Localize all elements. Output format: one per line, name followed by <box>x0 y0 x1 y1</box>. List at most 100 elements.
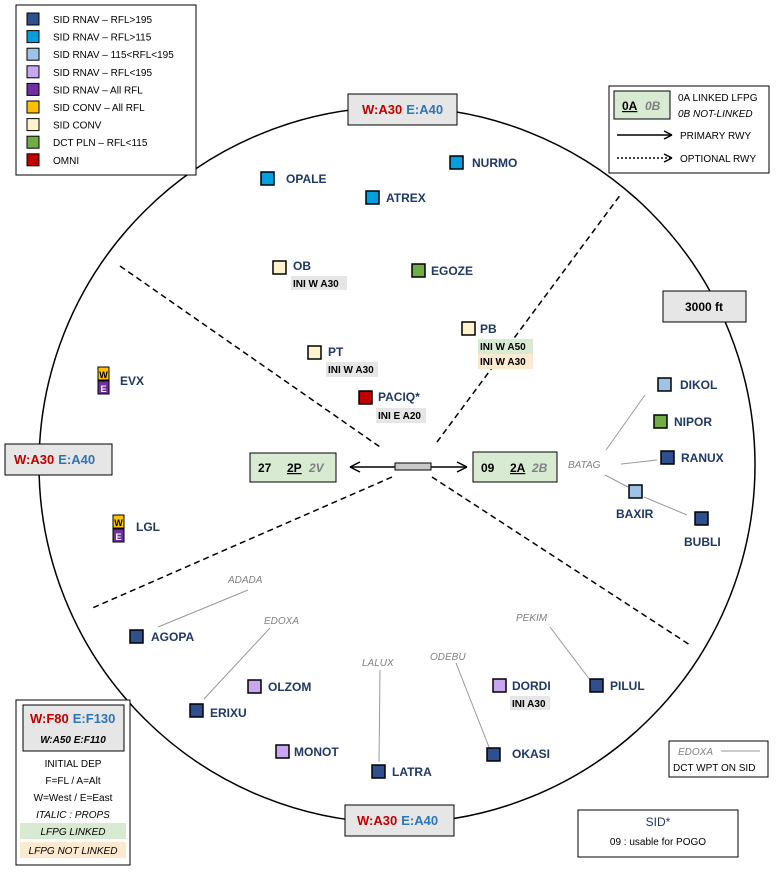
svg-text:2A: 2A <box>510 461 526 475</box>
svg-text:F=FL / A=Alt: F=FL / A=Alt <box>45 776 100 787</box>
waypoint-dikol: DIKOL <box>657 377 717 392</box>
waypoint-lgl: LGL <box>136 520 160 534</box>
waypoint-paciq: PACIQ* <box>358 390 420 405</box>
svg-text:ITALIC : PROPS: ITALIC : PROPS <box>36 810 110 821</box>
waypoint-monot: MONOT <box>275 744 339 759</box>
svg-text:SID*: SID* <box>646 815 671 829</box>
waypoint-olzom: OLZOM <box>247 679 311 694</box>
svg-text:LALUX: LALUX <box>362 658 394 669</box>
svg-text:PEKIM: PEKIM <box>516 613 548 624</box>
svg-text:LATRA: LATRA <box>392 765 432 779</box>
legend-label: OMNI <box>53 156 79 167</box>
legend-box <box>15 4 197 176</box>
legend-label: SID RNAV – RFL>195 <box>53 15 152 26</box>
sector-boundaries <box>89 193 691 646</box>
legend-label: SID RNAV – RFL<195 <box>53 68 152 79</box>
runway-legend: 0A 0B 0A LINKED LFPG 0B NOT-LINKED PRIMA… <box>608 85 770 174</box>
svg-text:E: E <box>115 532 121 542</box>
legend-item: SID RNAV – RFL>195 <box>26 12 152 26</box>
svg-text:ADADA: ADADA <box>227 575 263 586</box>
legend-label: DCT PLN – RFL<115 <box>53 138 148 149</box>
svg-text:LFPG LINKED: LFPG LINKED <box>40 827 105 838</box>
altitude-box: 3000 ft <box>662 290 747 323</box>
dct-waypoint-names: ADADA EDOXA LALUX ODEBU PEKIM BATAG <box>227 460 601 669</box>
svg-text:PRIMARY RWY: PRIMARY RWY <box>680 131 751 142</box>
svg-text:ODEBU: ODEBU <box>430 652 466 663</box>
arrow-east-head <box>456 461 468 473</box>
svg-text:OPTIONAL RWY: OPTIONAL RWY <box>680 154 756 165</box>
sector-line-nw <box>119 265 381 448</box>
waypoint-atrex: ATREX <box>365 190 426 205</box>
svg-text:INI W A50: INI W A50 <box>480 342 526 353</box>
svg-text:0A LINKED LFPG: 0A LINKED LFPG <box>678 93 758 104</box>
svg-text:2V: 2V <box>308 461 325 475</box>
waypoint-dordi: DORDI <box>492 678 551 693</box>
svg-text:LGL: LGL <box>136 520 160 534</box>
runway-east-box: 09 2A 2B <box>472 451 558 483</box>
waypoint-pilul: PILUL <box>589 678 645 693</box>
legend-label: SID CONV <box>53 121 102 132</box>
svg-text:AGOPA: AGOPA <box>151 630 194 644</box>
waypoint-evx: EVX <box>120 374 144 388</box>
svg-text:INI E A20: INI E A20 <box>378 411 421 422</box>
legend-swatch <box>26 30 40 44</box>
svg-text:BATAG: BATAG <box>568 460 601 471</box>
dct-legend: EDOXA DCT WPT ON SID <box>668 740 769 778</box>
svg-text:W:A50 E:F110: W:A50 E:F110 <box>40 735 106 746</box>
sector-line-se <box>431 476 691 646</box>
svg-text:ERIXU: ERIXU <box>210 706 247 720</box>
legend-item: DCT PLN – RFL<115 <box>26 135 148 149</box>
runway-arrows <box>349 461 468 473</box>
legend-label: SID RNAV – RFL>115 <box>53 33 152 44</box>
legend-swatch <box>26 12 40 26</box>
svg-text:OB: OB <box>293 259 311 273</box>
svg-text:DIKOL: DIKOL <box>680 378 717 392</box>
legend-swatch <box>26 65 40 79</box>
svg-text:PILUL: PILUL <box>610 679 645 693</box>
waypoints: NURMO OPALE ATREX OB EGOZE PB PT PACIQ* … <box>120 155 724 779</box>
svg-text:PACIQ*: PACIQ* <box>378 390 420 404</box>
svg-text:DORDI: DORDI <box>512 679 551 693</box>
svg-text:3000 ft: 3000 ft <box>685 300 723 314</box>
svg-text:INI W A30: INI W A30 <box>328 365 374 376</box>
svg-text:E: E <box>100 384 106 394</box>
svg-text:PT: PT <box>328 345 344 359</box>
svg-text:27: 27 <box>258 461 272 475</box>
legend-label: SID RNAV – 115<RFL<195 <box>53 50 174 61</box>
legend-swatch <box>26 135 40 149</box>
svg-text:MONOT: MONOT <box>294 745 339 759</box>
waypoint-nipor: NIPOR <box>653 414 712 429</box>
svg-text:ATREX: ATREX <box>386 191 426 205</box>
svg-text:0B: 0B <box>645 99 661 113</box>
legend-item: SID RNAV – RFL>115 <box>26 30 152 44</box>
svg-text:BUBLI: BUBLI <box>684 535 721 549</box>
waypoint-ranux: RANUX <box>660 450 724 465</box>
svg-text:W: W <box>114 518 123 528</box>
waypoint-agopa: AGOPA <box>129 629 194 644</box>
legend-item: OMNI <box>26 153 79 167</box>
svg-text:0A: 0A <box>622 99 638 113</box>
waypoint-pb: PB <box>461 321 497 336</box>
arrow-west-head <box>349 461 361 473</box>
legend-item: SID RNAV – 115<RFL<195 <box>26 47 174 61</box>
we-badge-evx: W E <box>97 366 110 395</box>
svg-text:INITIAL DEP: INITIAL DEP <box>45 759 102 770</box>
svg-text:EGOZE: EGOZE <box>431 264 473 278</box>
svg-text:DCT WPT ON SID: DCT WPT ON SID <box>673 763 755 774</box>
sector-line-sw <box>89 476 393 610</box>
svg-text:09: 09 <box>481 461 495 475</box>
svg-text:INI W A30: INI W A30 <box>480 357 526 368</box>
svg-text:OLZOM: OLZOM <box>268 680 311 694</box>
waypoint-latra: LATRA <box>371 764 432 779</box>
sector-line-ne <box>436 193 622 443</box>
svg-text:NIPOR: NIPOR <box>674 415 712 429</box>
svg-text:LFPG NOT LINKED: LFPG NOT LINKED <box>29 846 118 857</box>
